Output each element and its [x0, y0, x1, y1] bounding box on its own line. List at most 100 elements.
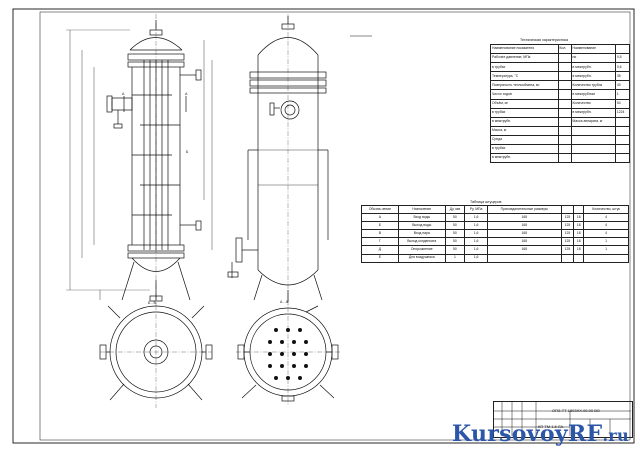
- spec-cell: Поверхность теплообмена, м²: [490, 80, 559, 91]
- nozzle-cell: 125: [560, 213, 575, 223]
- section-label-right: А - А: [280, 300, 288, 304]
- spec-cell: [557, 89, 572, 100]
- spec-cell: Среда: [490, 134, 559, 146]
- spec-cell: в трубах: [490, 107, 559, 118]
- watermark-main: KursovoyRF: [452, 421, 603, 447]
- spec-cell: [570, 144, 616, 155]
- spec-table-title: Техническая характеристика: [520, 38, 569, 42]
- sheet-frame: [12, 8, 635, 444]
- spec-row: Масса, кг: [490, 125, 631, 136]
- spec-cell: в трубах: [490, 144, 559, 155]
- nozzle-cell: 50: [444, 221, 466, 231]
- spec-cell: [557, 125, 572, 136]
- spec-cell: 1224: [614, 107, 631, 118]
- title-block-lines: [493, 401, 631, 436]
- section-label-left: Б - Б: [148, 301, 156, 305]
- nozzle-cell: Е: [361, 253, 399, 263]
- spec-cell: Рабочее давление, МПа: [490, 53, 559, 64]
- spec-cell: [614, 144, 631, 155]
- nozzle-header: Количество, штук: [583, 204, 629, 215]
- nozzle-cell: 18: [573, 245, 585, 255]
- nozzle-cell: Опорожнение: [397, 245, 446, 255]
- nozzle-cell: 50: [444, 229, 466, 239]
- spec-cell: [557, 98, 572, 109]
- spec-cell: в межтрубн.: [490, 153, 559, 164]
- drawing-code-secondary: КП ТМ 1.5 ЛА-: [538, 424, 565, 429]
- spec-row: в межтрубн.Масса аппарата, кг: [490, 116, 631, 127]
- nozzle-cell: Вход воды: [397, 213, 446, 223]
- nozzle-cell: 4: [583, 213, 629, 223]
- nozzle-cell: [583, 253, 629, 263]
- spec-cell: [557, 62, 572, 73]
- spec-cell: [614, 125, 631, 136]
- spec-cell: [557, 116, 572, 127]
- spec-cell: 0,5: [614, 53, 631, 64]
- watermark-logo[interactable]: KursovoyRF.ru: [452, 421, 629, 447]
- nozzle-cell: 50: [444, 237, 466, 247]
- spec-cell: Масса, кг: [490, 125, 559, 136]
- spec-cell: [570, 153, 616, 164]
- nozzle-cell: 165: [487, 221, 562, 231]
- spec-cell: в межтрубном: [570, 89, 616, 100]
- nozzle-cell: 125: [560, 237, 575, 247]
- spec-cell: [614, 43, 631, 55]
- nozzle-cell: 1,6: [464, 245, 488, 255]
- spec-cell: в межтрубн.: [570, 62, 616, 73]
- nozzle-cell: Выход конденсата: [397, 237, 446, 247]
- spec-cell: [557, 80, 572, 91]
- nozzle-cell: Вход пара: [397, 229, 446, 239]
- spec-row: Среда: [490, 134, 631, 146]
- spec-cell: в межтрубн.: [570, 71, 616, 82]
- spec-cell: [557, 53, 572, 64]
- spec-row: Температура, °С в межтрубн.35: [490, 71, 631, 82]
- nozzle-cell: 1,6: [464, 221, 488, 231]
- spec-cell: в трубах: [490, 62, 559, 73]
- spec-cell: [557, 107, 572, 118]
- spec-cell: 40: [614, 80, 631, 91]
- spec-cell: 1: [614, 89, 631, 100]
- nozzle-cell: 50: [444, 245, 466, 255]
- nozzle-table-title: Таблица штуцеров: [470, 200, 502, 204]
- spec-row: в трубах: [490, 144, 631, 155]
- spec-cell: [570, 134, 616, 146]
- nozzle-cell: Выход воды: [397, 221, 446, 231]
- nozzle-cell: 1,6: [464, 213, 488, 223]
- nozzle-cell: А: [361, 213, 399, 223]
- vessel-front-view: [66, 20, 213, 302]
- nozzle-header: [573, 204, 585, 215]
- spec-cell: 54: [614, 98, 631, 109]
- nozzle-cell: 1: [583, 245, 629, 255]
- spec-cell: [557, 153, 572, 164]
- spec-cell: в межтрубн.: [490, 116, 559, 127]
- nozzle-header: Обозна-чение: [361, 204, 399, 215]
- nozzle-cell: 125: [560, 221, 575, 231]
- nozzle-cell: 1: [583, 237, 629, 247]
- nozzle-cell: 1,6: [464, 237, 488, 247]
- spec-cell: Температура, °С: [490, 71, 559, 82]
- nozzle-cell: 125: [560, 245, 575, 255]
- spec-cell: Количество: [570, 98, 616, 109]
- nozzle-cell: 18: [573, 221, 585, 231]
- nozzle-cell: Д: [361, 245, 399, 255]
- nozzle-cell: 165: [487, 229, 562, 239]
- nozzle-cell: 1,6: [464, 253, 488, 263]
- nozzle-cell: 1,6: [464, 229, 488, 239]
- nozzle-cell: 4: [583, 221, 629, 231]
- spec-cell: 35: [614, 71, 631, 82]
- watermark-suffix: .ru: [602, 426, 629, 445]
- nozzle-header: Ру, МПа: [464, 204, 488, 215]
- spec-cell: [557, 144, 572, 155]
- spec-cell: Число ходов: [490, 89, 559, 100]
- nozzle-header: [560, 204, 575, 215]
- section-view-left: [99, 296, 213, 408]
- nozzle-cell: 165: [487, 213, 562, 223]
